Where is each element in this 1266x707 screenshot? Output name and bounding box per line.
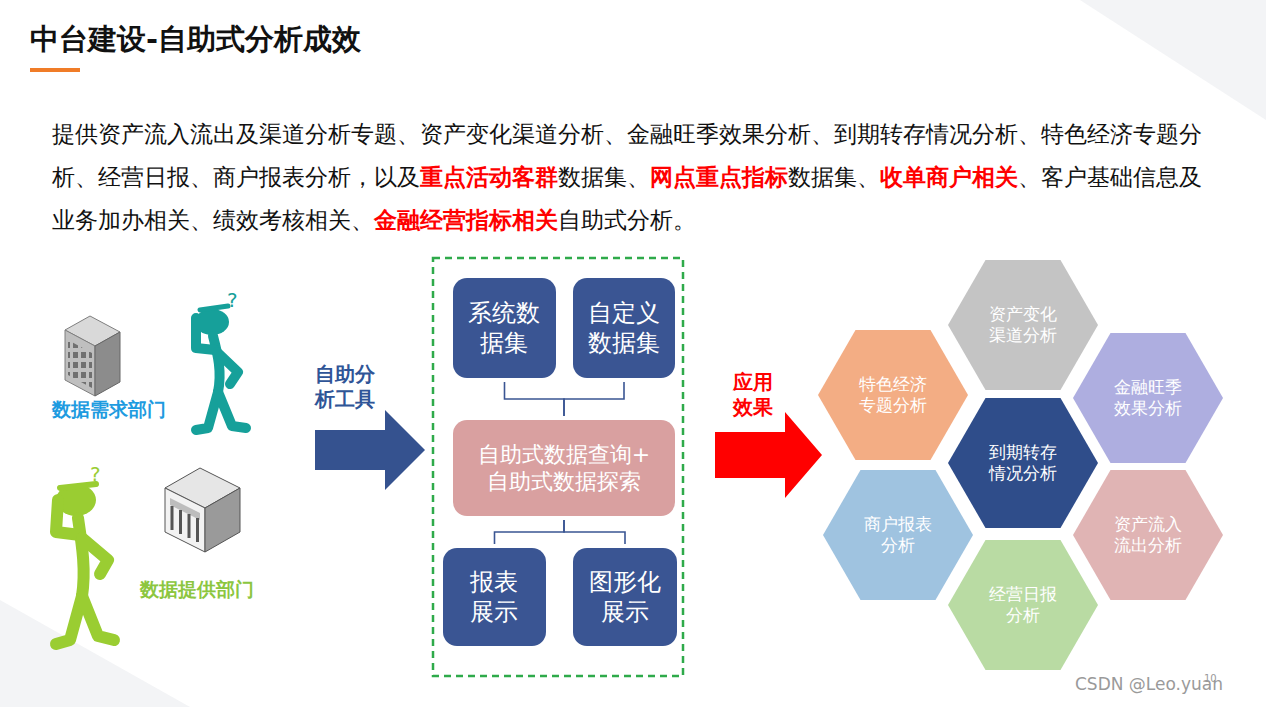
result-hexagon: 金融旺季效果分析	[1073, 333, 1223, 463]
department-label: 数据需求部门	[52, 398, 166, 422]
dataset-box: 自定义数据集	[573, 278, 675, 378]
node-text: 资产变化渠道分析	[987, 304, 1058, 347]
flow-arrow	[715, 412, 822, 498]
dataset-box: 系统数据集	[453, 278, 556, 378]
arrow-label: 应用效果	[733, 370, 777, 420]
question-mark: ?	[90, 462, 101, 487]
department-label: 数据提供部门	[140, 578, 254, 602]
node-text: 自助式数据查询+ 自助式数据探索	[476, 441, 652, 496]
thinking-figure	[195, 306, 246, 430]
group-box	[433, 258, 683, 676]
node-text: 金融旺季效果分析	[1112, 377, 1183, 420]
node-text: 系统数据集	[466, 298, 543, 358]
watermark: CSDN @Leo.yuan	[1075, 674, 1223, 695]
title-underline	[30, 68, 80, 72]
intro-paragraph: 提供资产流入流出及渠道分析专题、资产变化渠道分析、金融旺季效果分析、到期转存情况…	[52, 113, 1217, 242]
bracket-connector	[495, 520, 565, 544]
node-text: 图形化展示	[587, 567, 664, 627]
thinking-figure	[56, 484, 114, 644]
corner-shade	[1080, 0, 1266, 120]
body-text: 数据集、	[558, 164, 650, 190]
display-box: 报表展示	[443, 548, 546, 646]
highlight-text: 网点重点指标	[650, 164, 788, 190]
highlight-text: 金融经营指标相关	[374, 207, 558, 233]
node-text: 自定义数据集	[586, 298, 663, 358]
result-hexagon: 商户报表分析	[823, 470, 973, 600]
slide-title: 中台建设-自助式分析成效	[30, 20, 361, 60]
page-number: 10	[1204, 673, 1217, 686]
result-hexagon: 到期转存情况分析	[948, 398, 1098, 528]
node-text: 特色经济专题分析	[857, 374, 928, 417]
highlight-text: 收单商户相关	[880, 164, 1018, 190]
result-hexagon: 特色经济专题分析	[818, 330, 968, 460]
body-text: 自助式分析。	[558, 207, 696, 233]
result-hexagon: 经营日报分析	[948, 540, 1098, 670]
building-icon	[65, 316, 120, 396]
bracket-connector	[564, 520, 625, 544]
result-hexagon: 资产变化渠道分析	[948, 260, 1098, 390]
process-box: 自助式数据查询+ 自助式数据探索	[453, 420, 675, 516]
bank-building-icon	[165, 468, 240, 552]
bracket-connector	[564, 382, 624, 416]
result-hexagon: 资产流入流出分析	[1073, 470, 1223, 600]
node-text: 经营日报分析	[987, 584, 1058, 627]
flow-arrow	[315, 410, 425, 490]
node-text: 资产流入流出分析	[1112, 514, 1183, 557]
node-text: 报表展示	[468, 567, 521, 627]
node-text: 商户报表分析	[862, 514, 933, 557]
node-text: 到期转存情况分析	[987, 442, 1058, 485]
question-mark: ?	[227, 288, 238, 313]
body-text: 数据集、	[788, 164, 880, 190]
bracket-connector	[505, 382, 565, 416]
arrow-label: 自助分析工具	[315, 362, 379, 412]
highlight-text: 重点活动客群	[420, 164, 558, 190]
display-box: 图形化展示	[573, 548, 677, 646]
